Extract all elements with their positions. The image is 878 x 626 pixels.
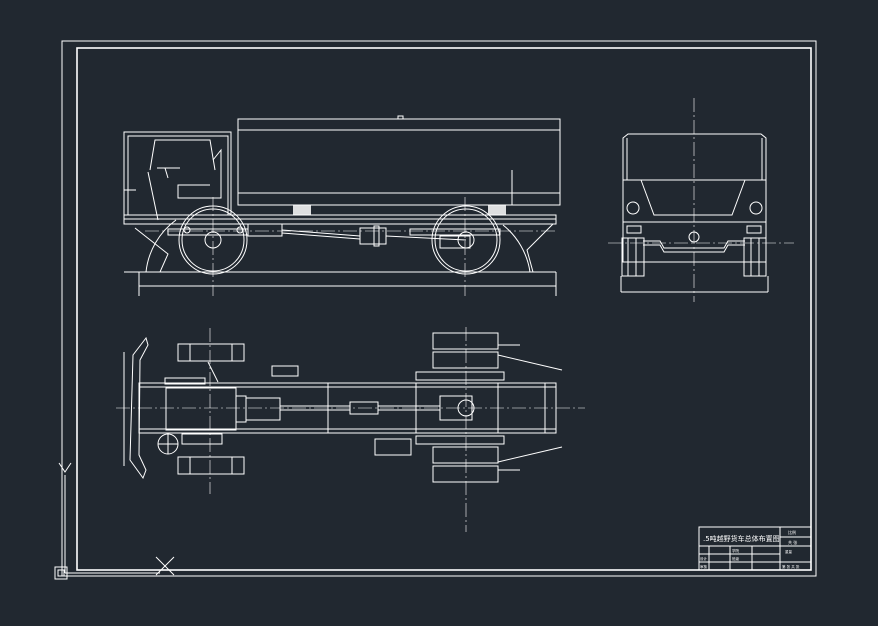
school-label: 学院 [732, 548, 740, 553]
title-block: .5吨越野货车总体布置图 比例 共 张 重量 学院 班级 设计 审核 第 张 共… [698, 526, 812, 571]
outer-border [61, 40, 817, 577]
sheet-number-label: 第 张 共 张 [782, 564, 800, 569]
inner-border [76, 47, 812, 571]
class-label: 班级 [732, 556, 740, 561]
checker-label: 审核 [700, 564, 708, 569]
mass-label: 重量 [785, 549, 793, 554]
crosshair-cursor-icon [155, 556, 175, 576]
front-view [608, 98, 794, 302]
side-view [123, 115, 561, 296]
sheet-label: 共 张 [788, 539, 797, 545]
drawing-title: .5吨越野货车总体布置图 [703, 534, 780, 543]
designer-label: 设计 [700, 556, 708, 561]
top-view [116, 327, 585, 532]
ucs-icon [54, 462, 160, 580]
scale-label: 比例 [788, 529, 796, 535]
